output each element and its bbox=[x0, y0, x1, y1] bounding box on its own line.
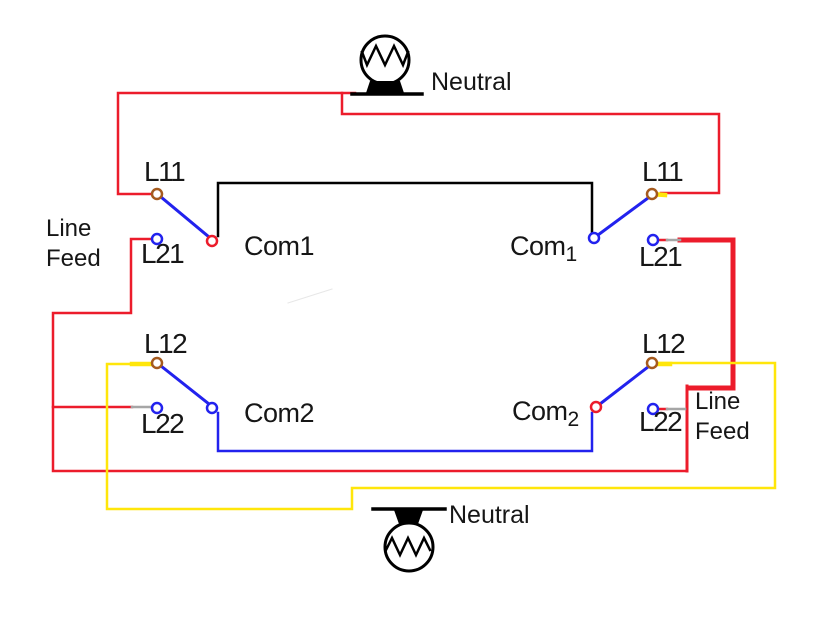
terminal-com1-right bbox=[587, 231, 601, 245]
neutral-label-top: Neutral bbox=[431, 68, 512, 96]
terminal-l12-right bbox=[645, 356, 659, 370]
terminal-l11-left bbox=[150, 187, 164, 201]
terminal-l22-right bbox=[646, 402, 660, 416]
red-line-wires bbox=[51, 91, 736, 473]
label-com2-right: Com2 bbox=[512, 398, 579, 430]
label-l21-top-right: L21 bbox=[639, 241, 683, 272]
terminal-com2-right bbox=[589, 400, 603, 414]
blade-bottom-left bbox=[158, 363, 212, 407]
label-l12-bottom-left: L12 bbox=[144, 328, 188, 359]
lamp-top-filament bbox=[360, 43, 410, 69]
com2-right-subscript: 2 bbox=[567, 407, 580, 431]
label-l12-bottom-right: L12 bbox=[642, 328, 686, 359]
terminal-l11-right bbox=[645, 187, 659, 201]
line-feed-left-line2: Feed bbox=[46, 245, 101, 272]
label-l21-top-left: L21 bbox=[141, 238, 185, 269]
red-wire-topleft-loop bbox=[116, 91, 357, 196]
lamp-bottom-bulb bbox=[383, 521, 435, 573]
label-l11-top-left: L11 bbox=[144, 156, 186, 187]
red-wire-left-feed bbox=[51, 237, 689, 473]
terminal-l22-left bbox=[150, 401, 164, 415]
com1-right-subscript: 1 bbox=[565, 242, 578, 266]
lamp-bottom-filament bbox=[384, 535, 432, 558]
blue-switch-blades bbox=[158, 194, 651, 453]
red-wire-top-link bbox=[340, 91, 721, 195]
label-com1-left: Com1 bbox=[244, 231, 315, 261]
lamp-bottom-base bbox=[394, 510, 423, 524]
terminal-com1-left bbox=[205, 234, 219, 248]
lamp-icon-top bbox=[350, 34, 424, 96]
label-com1-right: Com1 bbox=[510, 233, 577, 265]
com2-right-base: Com bbox=[512, 396, 568, 426]
blade-top-left bbox=[158, 194, 212, 240]
switch-terminals bbox=[150, 187, 660, 416]
lamp-top-base bbox=[366, 81, 404, 93]
blade-top-right bbox=[595, 195, 651, 238]
line-feed-left-line1: Line bbox=[46, 215, 92, 242]
com1-right-base: Com bbox=[510, 231, 566, 261]
faint-artifact-line bbox=[287, 288, 333, 304]
blade-bottom-right bbox=[597, 364, 651, 407]
neutral-label-bottom: Neutral bbox=[449, 501, 530, 529]
lamp-icon-bottom bbox=[371, 507, 447, 573]
red-wire-line-feed-thick bbox=[677, 237, 736, 391]
blue-wire-com2-link bbox=[216, 411, 594, 453]
black-common-wires bbox=[216, 181, 594, 238]
line-feed-right-line2: Feed bbox=[695, 418, 750, 445]
gray-joint-segments bbox=[130, 238, 687, 411]
label-l22-bottom-left: L22 bbox=[141, 408, 185, 439]
terminal-l21-right bbox=[646, 233, 660, 247]
terminal-com2-left bbox=[205, 401, 219, 415]
label-l22-bottom-right: L22 bbox=[639, 406, 683, 437]
line-feed-right-line1: Line bbox=[695, 388, 741, 415]
yellow-wire-bottom-link bbox=[105, 361, 777, 511]
label-com2-left: Com2 bbox=[244, 398, 315, 428]
terminal-l12-left bbox=[150, 356, 164, 370]
terminal-l21-left bbox=[150, 232, 164, 246]
label-l11-top-right: L11 bbox=[642, 156, 684, 187]
black-wire-com1-link bbox=[216, 181, 594, 238]
